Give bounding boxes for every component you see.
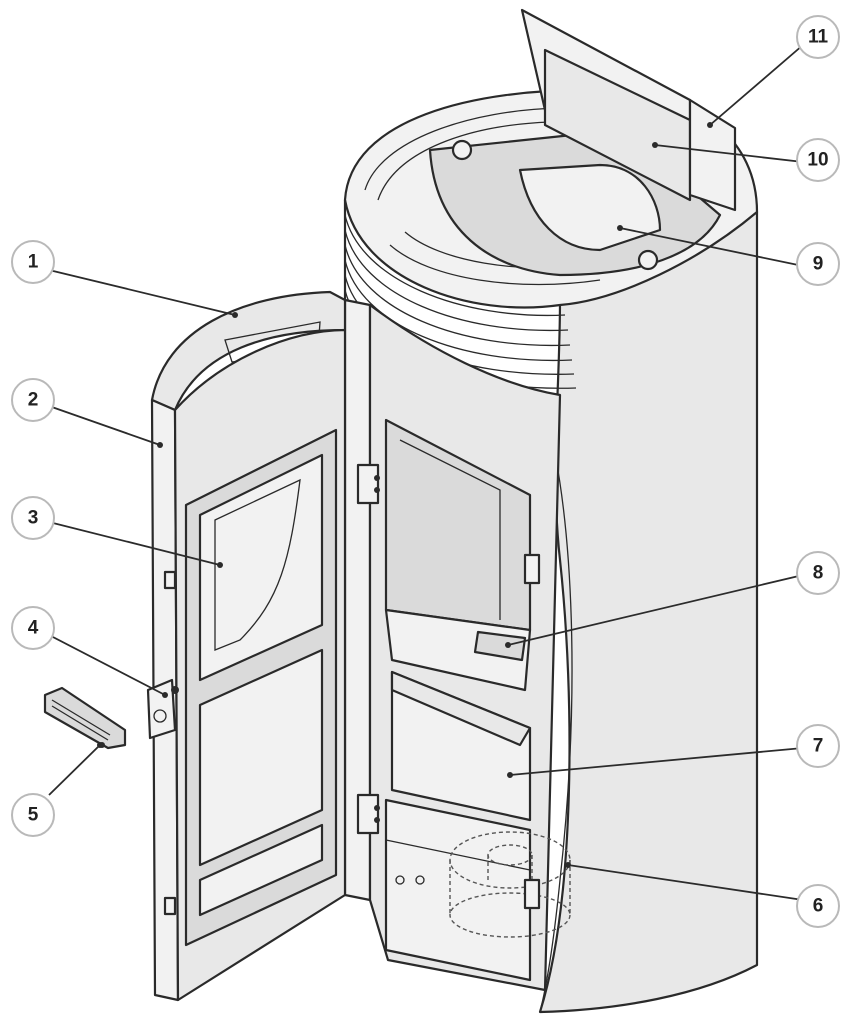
- callout-label-11: 11: [808, 27, 829, 48]
- callout-label-5: 5: [28, 805, 39, 826]
- callout-2: 2: [11, 378, 55, 422]
- callout-7: 7: [796, 724, 840, 768]
- callout-label-2: 2: [28, 390, 39, 411]
- callout-8: 8: [796, 551, 840, 595]
- callout-label-10: 10: [807, 150, 828, 171]
- callout-label-6: 6: [813, 896, 824, 917]
- callout-label-9: 9: [813, 254, 824, 275]
- leader-lines: [48, 44, 804, 901]
- callout-label-3: 3: [28, 508, 39, 529]
- callout-9: 9: [796, 242, 840, 286]
- callout-6: 6: [796, 884, 840, 928]
- callout-1: 1: [11, 240, 55, 284]
- callout-3: 3: [11, 496, 55, 540]
- stove-door: [146, 290, 347, 1002]
- callout-label-1: 1: [28, 252, 39, 273]
- callout-11: 11: [796, 15, 840, 59]
- callout-4: 4: [11, 606, 55, 650]
- callout-label-4: 4: [28, 618, 39, 639]
- callout-5: 5: [11, 793, 55, 837]
- callout-10: 10: [796, 138, 840, 182]
- callout-label-7: 7: [813, 736, 824, 757]
- callout-label-8: 8: [813, 563, 824, 584]
- stove-body: [343, 8, 759, 1014]
- door-handle: [43, 686, 127, 750]
